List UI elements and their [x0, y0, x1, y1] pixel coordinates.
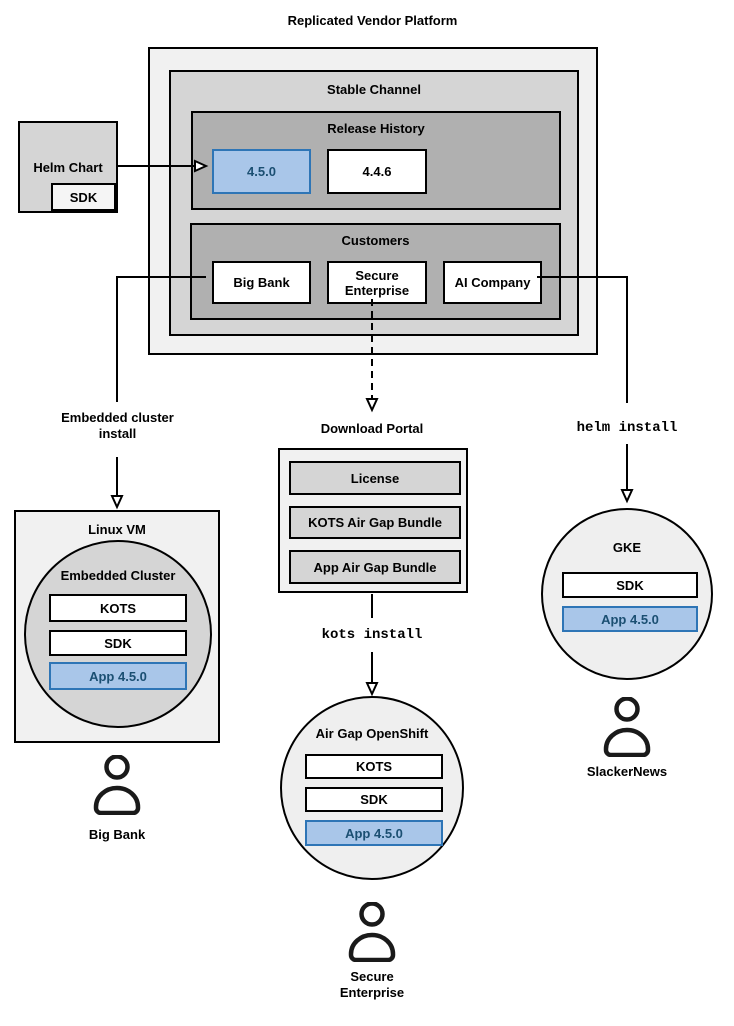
helm-chart-label: Helm Chart	[33, 160, 103, 175]
gke-app-box: App 4.5.0	[562, 606, 698, 632]
openshift-sdk-box: SDK	[305, 787, 443, 812]
secure-enterprise-user-icon	[346, 902, 398, 962]
gke-sdk-box: SDK	[562, 572, 698, 598]
stable-channel-label: Stable Channel	[327, 82, 421, 97]
gke-circle: GKE SDK App 4.5.0	[541, 508, 713, 680]
secure-enterprise-user-label: Secure Enterprise	[339, 969, 405, 1000]
slackernews-user-label: SlackerNews	[586, 764, 668, 779]
embedded-cluster-circle: Embedded Cluster KOTS SDK App 4.5.0	[24, 540, 212, 728]
openshift-app-box: App 4.5.0	[305, 820, 443, 846]
gke-label: GKE	[612, 540, 642, 555]
app-airgap-bundle-box: App Air Gap Bundle	[289, 550, 461, 584]
slackernews-user-icon	[601, 697, 653, 757]
embedded-cluster-kots-box: KOTS	[49, 594, 187, 622]
embedded-cluster-label: Embedded Cluster	[60, 568, 176, 583]
embedded-cluster-sdk-box: SDK	[49, 630, 187, 656]
helm-chart-box: Helm Chart SDK	[18, 121, 118, 213]
edge-label-helm-install: helm install	[576, 420, 678, 436]
airgap-openshift-label: Air Gap OpenShift	[315, 726, 429, 741]
linux-vm-box: Linux VM Embedded Cluster KOTS SDK App 4…	[14, 510, 220, 743]
big-bank-user-icon	[91, 755, 143, 815]
release-node-4-4-6: 4.4.6	[327, 149, 427, 194]
customer-node-ai-company: AI Company	[443, 261, 542, 304]
download-portal-label: Download Portal	[320, 421, 424, 436]
arrowhead-down-icon	[110, 495, 124, 510]
openshift-kots-box: KOTS	[305, 754, 443, 779]
diagram-title: Replicated Vendor Platform	[287, 13, 458, 28]
release-history-label: Release History	[327, 121, 425, 136]
person-icon	[603, 697, 651, 757]
release-history-box: Release History 4.5.0 4.4.6	[191, 111, 561, 210]
arrowhead-down-icon	[620, 489, 634, 504]
customer-node-secure-enterprise: Secure Enterprise	[327, 261, 427, 304]
arrowhead-down-icon	[365, 398, 379, 413]
edge-label-kots-install: kots install	[321, 627, 423, 643]
kots-airgap-bundle-box: KOTS Air Gap Bundle	[289, 506, 461, 539]
vendor-platform-box: Stable Channel Release History 4.5.0 4.4…	[148, 47, 598, 355]
edge-label-embedded-cluster-install: Embedded cluster install	[61, 410, 174, 441]
arrowhead-down-icon	[365, 682, 379, 697]
airgap-openshift-circle: Air Gap OpenShift KOTS SDK App 4.5.0	[280, 696, 464, 880]
linux-vm-label: Linux VM	[88, 522, 146, 537]
helm-chart-sdk-box: SDK	[51, 183, 116, 211]
customers-box: Customers Big Bank Secure Enterprise AI …	[190, 223, 561, 320]
license-box: License	[289, 461, 461, 495]
big-bank-user-label: Big Bank	[88, 827, 146, 842]
customers-label: Customers	[341, 233, 410, 248]
release-node-4-5-0: 4.5.0	[212, 149, 311, 194]
embedded-cluster-app-box: App 4.5.0	[49, 662, 187, 690]
customer-node-big-bank: Big Bank	[212, 261, 311, 304]
person-icon	[93, 755, 141, 815]
person-icon	[348, 902, 396, 962]
stable-channel-box: Stable Channel Release History 4.5.0 4.4…	[169, 70, 579, 336]
download-portal-box: License KOTS Air Gap Bundle App Air Gap …	[278, 448, 468, 593]
